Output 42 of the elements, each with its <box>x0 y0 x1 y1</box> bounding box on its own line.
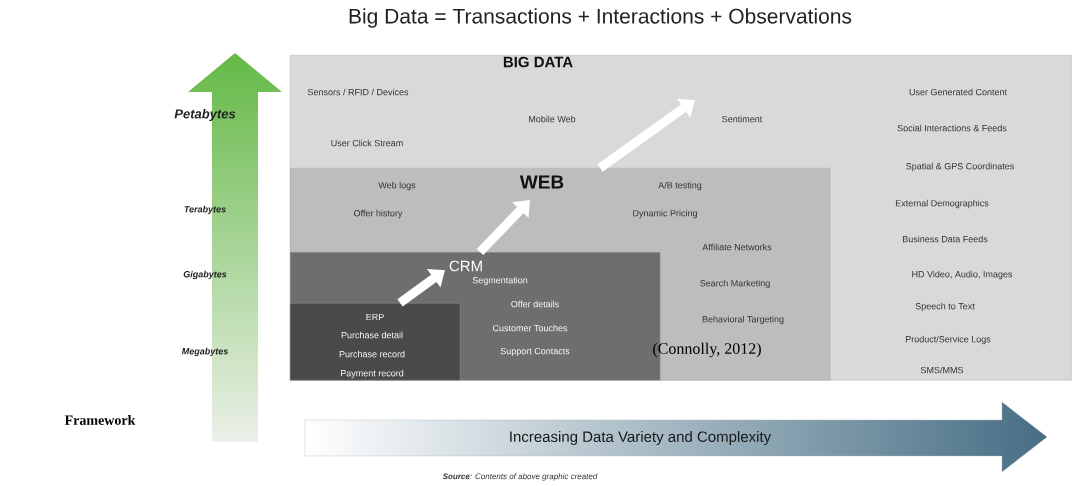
box-heading: WEB <box>519 175 564 189</box>
item-text: Offer details <box>511 300 559 308</box>
side-label: Framework <box>64 415 136 425</box>
box-heading: CRM <box>449 260 482 272</box>
item-text: Sensors / RFID / Devices <box>307 88 409 96</box>
box-heading: BIG DATA <box>503 56 573 68</box>
item-text: Search Marketing <box>700 279 770 289</box>
arrow <box>476 200 530 256</box>
item-text: Offer history <box>354 209 403 219</box>
scale-label: Terabytes <box>184 205 226 215</box>
item-text: Product/Service Logs <box>905 335 991 345</box>
item-text: User Click Stream <box>331 139 403 147</box>
item-text: HD Video, Audio, Images <box>912 270 1013 280</box>
item-text: Affiliate Networks <box>702 243 772 251</box>
item-text: ERP <box>366 313 384 321</box>
item-text: Speech to Text <box>915 302 975 312</box>
arrow <box>397 269 445 307</box>
item-text: Spatial & GPS Coordinates <box>906 162 1014 172</box>
item-text: Segmentation <box>472 276 528 286</box>
citation: (Connolly, 2012) <box>653 342 761 358</box>
item-text: Business Data Feeds <box>902 235 988 243</box>
item-text: Purchase detail <box>341 331 403 339</box>
item-text: Web logs <box>378 181 416 191</box>
item-text: Social Interactions & Feeds <box>897 124 1007 132</box>
item-text: External Demographics <box>895 199 989 209</box>
scale-label: Megabytes <box>181 347 228 357</box>
item-text: Mobile Web <box>529 115 576 123</box>
item-text: SMS/MMS <box>920 366 964 374</box>
arrow-text: Increasing Data Variety and Complexity <box>510 431 772 445</box>
item-text: Sentiment <box>722 115 763 123</box>
item-text: Purchase record <box>339 350 405 358</box>
item-text: Payment record <box>341 369 404 379</box>
arrow <box>597 98 695 172</box>
item-text: A/B testing <box>658 181 702 191</box>
item-text: Customer Touches <box>492 324 568 332</box>
source-note: Source: Contents of above graphic created <box>442 473 598 481</box>
item-text: Behavioral Targeting <box>702 315 784 325</box>
item-text: Support Contacts <box>500 347 570 357</box>
scale-label: Gigabytes <box>183 270 227 280</box>
item-text: User Generated Content <box>909 88 1007 96</box>
item-text: Dynamic Pricing <box>633 209 697 219</box>
title: Big Data = Transactions + Interactions + Observations <box>349 8 852 28</box>
